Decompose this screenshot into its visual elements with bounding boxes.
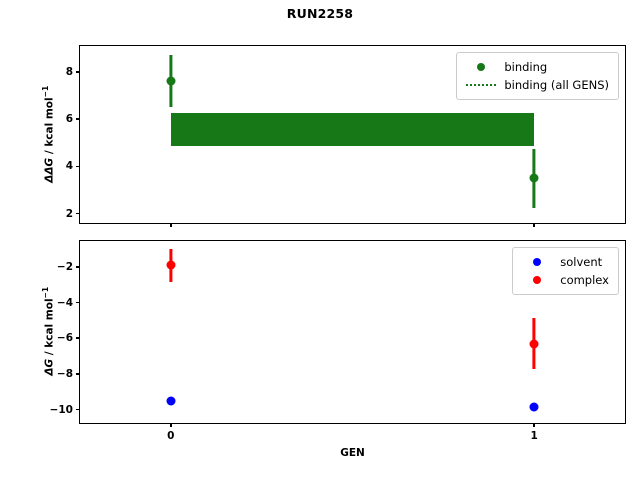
y-tick-mark: [76, 118, 80, 120]
bottom-y-axis-label-units: / kcal mol: [43, 298, 56, 359]
y-tick-mark: [76, 408, 80, 411]
binding-marker-icon: [464, 63, 498, 71]
y-tick-label: −6: [56, 332, 73, 345]
bottom-legend[interactable]: solvent complex: [512, 247, 619, 295]
y-tick-label: 4: [65, 160, 73, 173]
legend-label-binding-all-gens: binding (all GENS): [504, 78, 609, 92]
x-axis-label: GEN: [340, 447, 365, 459]
data-point-marker: [166, 260, 176, 270]
data-point-marker: [529, 402, 539, 412]
x-tick-mark: [170, 423, 172, 427]
solvent-marker-icon: [520, 258, 554, 266]
y-tick-label: −8: [56, 367, 73, 380]
complex-marker-icon: [520, 276, 554, 284]
x-tick-mark: [533, 223, 535, 227]
legend-item-binding-all-gens[interactable]: binding (all GENS): [464, 76, 609, 94]
data-point-marker: [166, 396, 176, 406]
bottom-plot-area: [80, 241, 625, 423]
y-tick-mark: [76, 337, 80, 340]
y-tick-mark: [76, 266, 80, 268]
legend-label-solvent: solvent: [560, 255, 603, 269]
y-tick-mark: [76, 373, 80, 375]
top-legend[interactable]: binding binding (all GENS): [456, 52, 619, 100]
y-tick-label: −10: [49, 403, 73, 416]
y-tick-mark: [76, 165, 80, 168]
top-y-axis-label: ΔΔG / kcal mol−1: [41, 59, 56, 209]
bottom-plot-axes: −2 −4 −6 −8 −10 0 1 ΔG / kcal mol−1 GEN solve…: [41, 240, 626, 459]
y-tick-label: −2: [56, 260, 73, 273]
legend-item-solvent[interactable]: solvent: [520, 253, 609, 271]
data-point-marker: [529, 173, 539, 183]
legend-label-binding: binding: [504, 60, 548, 74]
y-tick-label: 2: [65, 207, 73, 220]
data-point-marker: [166, 76, 176, 86]
legend-item-binding[interactable]: binding: [464, 58, 609, 76]
x-tick-label: 0: [167, 430, 175, 442]
dotted-line-icon: [464, 84, 498, 86]
top-y-axis-label-symbol: ΔΔG: [43, 157, 56, 183]
y-tick-label: 8: [65, 65, 73, 78]
bottom-y-axis-label-symbol: ΔG: [43, 358, 56, 376]
figure-title: RUN2258: [286, 6, 354, 21]
confidence-band: [170, 113, 535, 147]
legend-item-complex[interactable]: complex: [520, 271, 609, 289]
top-plot-area: [80, 46, 625, 223]
bottom-y-axis-label-exponent: −1: [40, 286, 50, 299]
top-plot-axes: 2 4 6 8 ΔΔG / kcal mol−1 binding binding (a…: [41, 45, 626, 227]
y-tick-mark: [76, 212, 80, 215]
x-tick-mark: [170, 223, 172, 227]
top-y-axis-label-units: / kcal mol: [43, 96, 56, 158]
bottom-y-axis-label: ΔG / kcal mol−1: [41, 256, 56, 406]
x-tick-label: 1: [530, 430, 538, 442]
y-tick-mark: [76, 71, 80, 73]
top-y-axis-label-exponent: −1: [40, 85, 50, 97]
data-point-marker: [529, 339, 539, 349]
y-tick-label: −4: [56, 296, 73, 309]
x-tick-mark: [533, 423, 535, 427]
y-tick-label: 6: [65, 113, 73, 126]
y-tick-mark: [76, 301, 80, 304]
legend-label-complex: complex: [560, 273, 609, 287]
